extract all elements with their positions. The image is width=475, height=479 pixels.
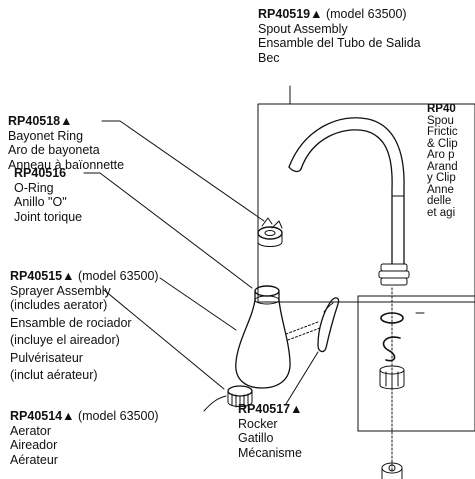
aerator-name-en: Aerator (10, 423, 51, 438)
gasket-line-2: Frictic (427, 126, 458, 138)
sprayer-line-5: Pulvérisateur (10, 350, 83, 365)
gasket-line-6: y Clip (427, 172, 456, 184)
gasket-line-8: delle (427, 195, 452, 207)
spout-callout-box (257, 85, 475, 303)
gasket-part-number: RP40 (427, 104, 456, 115)
bayonet-name-es: Aro de bayoneta (8, 143, 100, 157)
o-ring-name-es: Anillo "O" (14, 195, 67, 209)
spout-assembly-label: RP40519▲ (model 63500) Spout Assembly En… (258, 7, 421, 65)
sprayer-drawing (235, 291, 291, 389)
bottom-fitting-drawing (381, 462, 403, 479)
aerator-model-note: (model 63500) (77, 409, 159, 423)
rocker-drawing (317, 297, 340, 353)
sprayer-line-4: (incluye el aireador) (10, 333, 120, 347)
aerator-name-fr: Aérateur (10, 452, 58, 467)
sprayer-model-note: (model 63500) (77, 269, 159, 283)
gasket-callout-box (357, 287, 475, 471)
bayonet-ring-label: RP40518▲ Bayonet Ring Aro de bayoneta An… (8, 114, 124, 172)
sprayer-rocker-dash (285, 321, 321, 341)
aerator-label: RP40514▲ (model 63500) Aerator Aireador … (10, 409, 159, 467)
leader-lines (83, 120, 319, 412)
rocker-name-en: Rocker (238, 416, 278, 431)
sprayer-line-2: (includes aerator) (10, 298, 108, 312)
o-ring-name-en: O-Ring (14, 180, 54, 195)
aerator-part-number: RP40514▲ (10, 409, 75, 423)
sprayer-assembly-label: RP40515▲ (model 63500) Sprayer Assembly … (10, 269, 159, 383)
bayonet-part-number: RP40518▲ (8, 114, 73, 128)
bayonet-ring-drawing (257, 217, 283, 247)
gasket-line-4: Aro p (427, 149, 455, 161)
spout-name-en: Spout Assembly (258, 21, 348, 36)
spout-friction-clip-label: RP40 Spou Frictic & Clip Aro p Arand y C… (427, 104, 475, 219)
sprayer-part-number: RP40515▲ (10, 269, 75, 283)
o-ring-part-number: RP40516 (14, 166, 67, 180)
aerator-drawing (227, 385, 253, 408)
rocker-part-number: RP40517▲ (238, 402, 303, 416)
o-ring-drawing (254, 285, 280, 297)
gasket-line-9: et agi (427, 206, 456, 219)
spout-name-fr: Bec (258, 50, 280, 65)
sprayer-line-1: Sprayer Assembly (10, 283, 111, 298)
spout-name-es: Ensamble del Tubo de Salida (258, 36, 421, 50)
sprayer-line-3: Ensamble de rociador (10, 315, 132, 330)
bayonet-name-en: Bayonet Ring (8, 128, 84, 143)
aerator-name-es: Aireador (10, 438, 58, 452)
bayonet-name-fr: Anneau à baïonnette (8, 157, 125, 172)
spout-model-note: (model 63500) (325, 7, 407, 21)
spout-drawing (288, 117, 410, 286)
o-ring-label: RP40516 O-Ring Anillo "O" Joint torique (14, 166, 82, 224)
gasket-line-7: Anne (427, 183, 454, 196)
sprayer-line-6: (inclut aérateur) (10, 368, 98, 382)
gasket-line-5: Arand (427, 160, 458, 173)
rocker-name-es: Gatillo (238, 431, 274, 445)
gasket-line-1: Spou (427, 114, 454, 127)
rocker-name-fr: Mécanisme (238, 445, 302, 460)
rocker-label: RP40517▲ Rocker Gatillo Mécanisme (238, 402, 303, 460)
o-ring-name-fr: Joint torique (14, 209, 83, 224)
spout-part-number: RP40519▲ (258, 7, 323, 21)
gasket-line-3: & Clip (427, 137, 458, 150)
